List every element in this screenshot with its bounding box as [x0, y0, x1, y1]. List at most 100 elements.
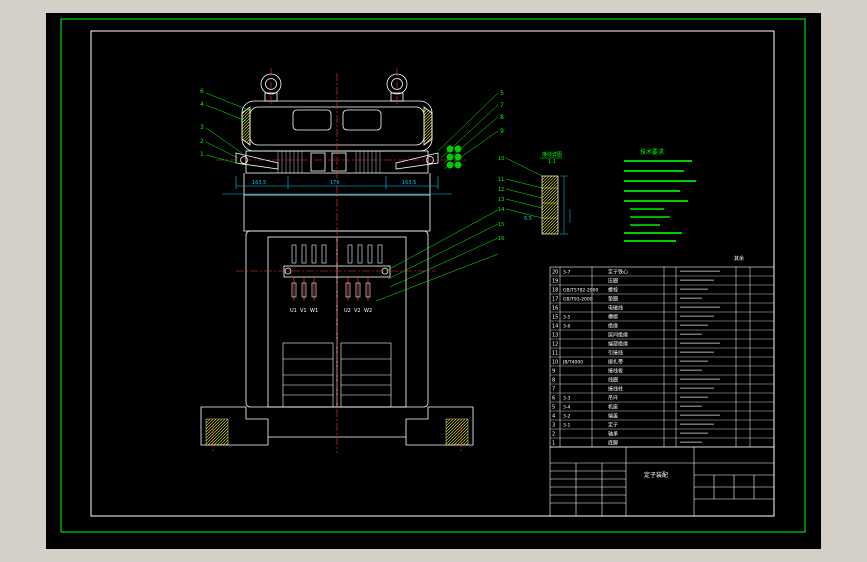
- bom-row: 19 压圈: [552, 279, 714, 285]
- bom-name: 端盖: [608, 413, 618, 420]
- bom-number: 19: [552, 279, 558, 285]
- notes-title: 技术要求: [640, 148, 664, 156]
- svg-text:7: 7: [500, 102, 504, 109]
- bom-row: 1 底脚: [552, 440, 702, 447]
- bom-code: GB/T93-2000: [563, 297, 593, 303]
- bom-number: 18: [552, 288, 558, 294]
- detail-view: 接线详图 1:1 10 11 12 13 14 15 16: [498, 151, 571, 242]
- bom-name: 线圈: [608, 377, 618, 384]
- bom-number: 5: [552, 405, 555, 411]
- drawing-title: 定子装配: [644, 471, 668, 479]
- bom-code: JB/T4000: [562, 360, 583, 366]
- bom-spec-line: [680, 441, 702, 443]
- bom-row: 10 JB/T4000 绑扎带: [552, 359, 708, 366]
- dimension-right: 163.5: [402, 180, 416, 186]
- svg-text:8: 8: [500, 114, 504, 121]
- svg-text:6: 6: [200, 88, 204, 95]
- bom-spec-line: [680, 324, 708, 326]
- bom-number: 2: [552, 432, 555, 438]
- bom-spec-line: [680, 342, 720, 344]
- bom-number: 9: [552, 369, 555, 375]
- bom-spec-line: [680, 396, 708, 398]
- notes-tail: 其余: [734, 255, 744, 262]
- svg-text:13: 13: [498, 197, 504, 203]
- bom-number: 7: [552, 387, 555, 393]
- bom-code: 3-7: [563, 270, 570, 276]
- bom-number: 13: [552, 333, 558, 339]
- bom-number: 8: [552, 378, 555, 384]
- bom-number: 3: [552, 423, 555, 429]
- svg-text:10: 10: [498, 156, 504, 162]
- bom-name: 绑扎带: [608, 359, 623, 366]
- bom-name: 垫圈: [608, 296, 618, 303]
- bom-spec-line: [680, 315, 714, 317]
- detail-scale: 1:1: [548, 159, 556, 165]
- terminal-block: [446, 145, 462, 169]
- svg-text:11: 11: [498, 177, 504, 183]
- base-foot-right: [405, 406, 474, 446]
- outer-frame: [60, 18, 806, 533]
- title-block: [549, 446, 775, 517]
- bom-row: 8 线圈: [552, 377, 720, 384]
- svg-text:V2: V2: [354, 308, 361, 314]
- bom-row: 20 3-7 定子铁心: [552, 269, 720, 276]
- bom-number: 12: [552, 342, 558, 348]
- svg-text:4: 4: [200, 101, 204, 108]
- base-foot-left: [200, 406, 269, 446]
- bom-name: 轴承: [608, 431, 618, 438]
- bom-spec-line: [680, 333, 702, 335]
- bom-number: 4: [552, 414, 555, 420]
- bom-spec-line: [680, 387, 714, 389]
- bom-code: 3-5: [563, 315, 570, 321]
- bom-row: 9 接线板: [552, 368, 702, 375]
- bom-name: 电磁线: [608, 305, 623, 312]
- bom-name: 定子铁心: [608, 269, 628, 276]
- cad-drawing: 163.5 170 163.5 6.5 U1 V1 W1 U2 V2 W2 6 …: [60, 18, 806, 533]
- bom-code: 3-1: [563, 423, 570, 429]
- svg-text:V1: V1: [300, 308, 307, 314]
- bom-spec-line: [680, 369, 702, 371]
- bom-row: 16 电磁线: [552, 305, 720, 312]
- callouts-right: 5 7 8 9: [500, 90, 504, 135]
- bom-spec-line: [680, 297, 702, 299]
- bom-name: 螺栓: [608, 287, 618, 294]
- bom-number: 1: [552, 441, 555, 447]
- svg-text:12: 12: [498, 187, 504, 193]
- bom-code: 3-3: [563, 396, 570, 402]
- bom-spec-line: [680, 378, 720, 380]
- bom-spec-line: [680, 306, 720, 308]
- bom-name: 接线板: [608, 368, 623, 375]
- bom-name: 底脚: [608, 440, 618, 447]
- dimension-lines: [222, 176, 452, 195]
- bom-number: 14: [552, 324, 558, 330]
- bom-number: 20: [552, 270, 558, 276]
- svg-text:14: 14: [498, 207, 504, 213]
- dimension-gap: 6.5: [524, 216, 532, 222]
- svg-text:2: 2: [200, 138, 204, 145]
- svg-text:5: 5: [500, 90, 504, 97]
- bom-number: 6: [552, 396, 555, 402]
- bom-spec-line: [680, 423, 714, 425]
- coil-slots: [291, 244, 383, 264]
- bom-number: 16: [552, 306, 558, 312]
- svg-text:15: 15: [498, 222, 504, 228]
- lower-grille: [282, 342, 392, 408]
- bom-name: 压圈: [608, 279, 618, 285]
- bom-name: 定子: [608, 422, 618, 429]
- bom-name: 接线柱: [608, 386, 623, 393]
- bom-spec-line: [680, 288, 708, 290]
- bom-number: 10: [552, 360, 558, 366]
- bom-code: 3-6: [563, 324, 570, 330]
- bom-spec-line: [680, 270, 720, 272]
- bom-name: 机座: [608, 404, 618, 411]
- center-lines: [212, 68, 466, 453]
- cad-viewport[interactable]: 163.5 170 163.5 6.5 U1 V1 W1 U2 V2 W2 6 …: [46, 13, 821, 549]
- detail-title: 接线详图: [542, 151, 562, 158]
- callouts-left: 6 4 3 2 1: [200, 88, 204, 158]
